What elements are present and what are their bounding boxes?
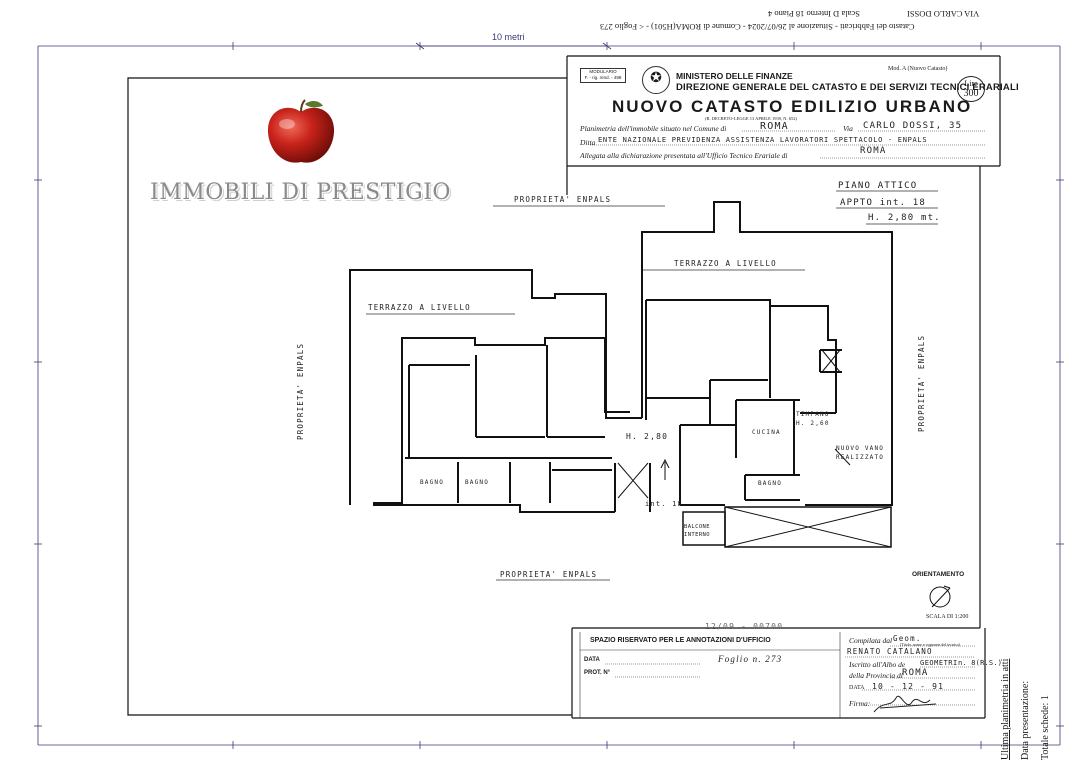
prop-right-label: PROPRIETA' ENPALS [917, 334, 926, 432]
office-prot-label: PROT. N° [584, 670, 611, 676]
balcone-label: BALCONE INTERNO [684, 524, 710, 538]
lire-stamp: Lire 300 [957, 76, 985, 102]
side-note-last: Ultima planimetria in atti [1000, 658, 1011, 760]
comune-value: ROMA [760, 121, 789, 132]
scale-bar-label: 10 metri [492, 32, 525, 42]
compiler-data-value: 10 - 12 - 91 [872, 682, 945, 691]
height-label: H. 2,80 [626, 432, 669, 441]
orientation-scale: SCALA DI 1:200 [926, 614, 969, 620]
bagno-2-label: BAGNO [465, 479, 490, 486]
mod-label: Mod. A (Nuovo Catasto) [888, 66, 948, 72]
signature [873, 695, 937, 713]
firma-label: Firma: [849, 699, 871, 708]
header-cadastre-line: Catasto dei Fabbricati - Situazione al 2… [600, 22, 915, 32]
timpano-label: TIMPANO H. 2,60 [796, 411, 830, 427]
office-foglio: Foglio n. 273 [718, 654, 783, 664]
office-title: SPAZIO RISERVATO PER LE ANNOTAZIONI D'UF… [590, 637, 771, 644]
terrazzo-left-label: TERRAZZO A LIVELLO [368, 303, 471, 312]
piano-label: PIANO ATTICO [838, 181, 918, 191]
modulario-box: MODULARIO F. - rig. rend. - 498 [580, 68, 626, 83]
ministry-name: MINISTERO DELLE FINANZE [676, 71, 793, 81]
office-stamp: 12/09 - 00700 [705, 622, 784, 631]
apple-logo-icon [267, 99, 335, 163]
compiler-name: RENATO CATALANO [847, 647, 933, 656]
brand-name: IMMOBILI DI PRESTIGIO [150, 180, 451, 205]
lire-label: Lire [964, 79, 978, 88]
side-note-date: Data presentazione: [1020, 680, 1031, 760]
header-unit-line: Scala D Interno 18 Piano 4 [768, 9, 860, 19]
office-data-label: DATA [584, 657, 600, 663]
modulario-code: F. - rig. rend. - 498 [584, 75, 622, 80]
albo-value: GEOMETRI [920, 659, 958, 667]
ufficio-value: ROMA [860, 146, 887, 156]
appto-label: APPTO int. 18 [840, 198, 927, 208]
emblem-icon: ✪ [642, 66, 670, 94]
bagno-3-label: BAGNO [758, 480, 783, 487]
via-value: CARLO DOSSI, 35 [863, 121, 963, 131]
prop-bottom-label: PROPRIETA' ENPALS [500, 570, 598, 579]
albo-number: n. 8(R.S.) [958, 659, 1003, 667]
compiler-data-label: DATA [849, 685, 865, 691]
prop-left-label: PROPRIETA' ENPALS [296, 342, 305, 440]
compilata-value: Geom. [893, 634, 922, 643]
nuovo-vano-label: NUOVO VANO REALIZZATO [836, 445, 885, 461]
provincia-label: della Provincia di [849, 671, 903, 680]
ditta-value: ENTE NAZIONALE PREVIDENZA ASSISTENZA LAV… [598, 136, 928, 144]
lire-value: 300 [963, 88, 979, 99]
direction-name: DIREZIONE GENERALE DEL CATASTO E DEI SER… [676, 82, 1019, 93]
planimetria-label: Planimetria dell'immobile situato nel Co… [580, 124, 727, 133]
terrazzo-right-label: TERRAZZO A LIVELLO [674, 259, 777, 268]
catasto-title: NUOVO CATASTO EDILIZIO URBANO [612, 97, 973, 116]
via-label: Via [843, 124, 853, 133]
allegata-label: Allegata alla dichiarazione presentata a… [580, 151, 788, 160]
modulario-label: MODULARIO [589, 69, 617, 74]
orientation-title: ORIENTAMENTO [912, 571, 965, 578]
decree-text: (R. DECRETO-LEGGE 13 APRILE 1939, N. 652… [705, 116, 798, 121]
side-note-total: Totale schede: 1 [1040, 695, 1051, 760]
iscritto-label: Iscritto all'Albo de [849, 660, 906, 669]
provincia-value: ROMA [902, 668, 929, 678]
prop-top-label: PROPRIETA' ENPALS [514, 195, 612, 204]
bagno-1-label: BAGNO [420, 479, 445, 486]
compilata-note: (Titolo, nome e cognome del tecnico) [900, 642, 961, 647]
altezza-label: H. 2,80 mt. [868, 213, 941, 223]
header-street-line: VIA CARLO DOSSI [907, 9, 980, 19]
int18-label: int. 18 [645, 500, 683, 508]
compilata-label: Compilata dal [849, 636, 893, 645]
ditta-label: Ditta [580, 138, 596, 147]
cucina-label: CUCINA [752, 429, 781, 436]
